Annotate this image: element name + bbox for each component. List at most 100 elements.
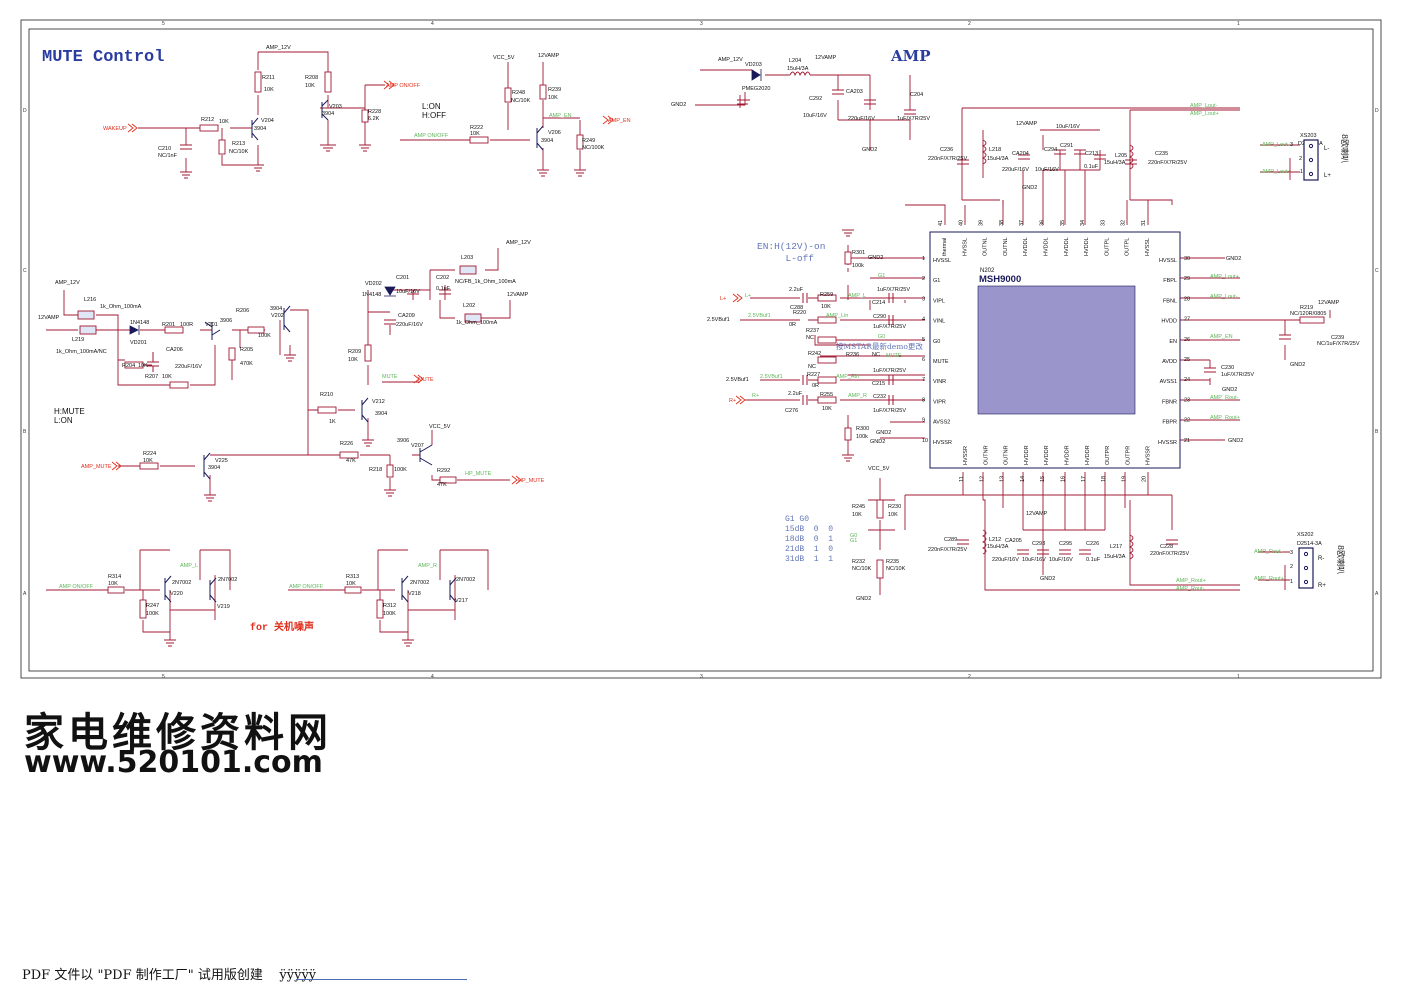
net-vcc5v-b: VCC_5V [429,424,451,430]
note-for-noise: for 关机噪声 [250,620,314,634]
svg-text:C215: C215 [872,381,885,387]
svg-text:220uF/16V: 220uF/16V [992,557,1019,563]
svg-text:V225: V225 [215,458,228,464]
chip-pin-name-left: VIPL [933,298,945,304]
svg-text:1uF/X7R/25V: 1uF/X7R/25V [877,287,910,293]
diodes [129,69,762,335]
msh9000-chip: N202 MSH9000 HVSSL1G12VIPL3VINL4G05MUTE6… [922,220,1190,482]
svg-text:CA206: CA206 [166,347,183,353]
net-amp-onoff-d: AMP ON/OFF [289,584,324,590]
chip-pin-num-right: 24 [1184,377,1190,383]
svg-text:10K: 10K [264,87,274,93]
chip-pin-num-left: 10 [922,438,928,444]
net-amp12v-b: AMP_12V [55,280,80,286]
net-amp-onoff-a: AMP ON/OFF [386,83,421,89]
svg-text:V201: V201 [205,322,218,328]
svg-text:C291: C291 [1060,143,1073,149]
chip-pin-num-right: 26 [1184,337,1190,343]
chip-pin-num-left: 7 [922,377,925,383]
svg-text:NC/1uF/X7R/25V: NC/1uF/X7R/25V [1317,341,1360,347]
svg-text:V202: V202 [271,313,284,319]
watermark-site-name: 家电维修资料网 [24,709,332,756]
svg-text:R209: R209 [348,349,361,355]
net-gnd2-e: GND2 [876,430,891,436]
chip-pin-name-left: MUTE [933,359,949,365]
svg-text:NC/10K: NC/10K [886,566,906,572]
svg-text:2.2uF: 2.2uF [789,287,804,293]
chip-pin-num-top: 34 [1080,220,1086,226]
chip-pin-name-top: OUTPL [1125,238,1131,256]
svg-text:3906: 3906 [220,318,232,324]
net-wakeup: WAKEUP [103,126,127,132]
chip-pin-name-right: HVSSL [1159,258,1177,264]
chip-pin-name-right: FBNL [1163,298,1177,304]
chip-pin-num-right: 30 [1184,256,1190,262]
svg-text:C214: C214 [872,300,885,306]
net-12vamp-b: 12VAMP [38,315,60,321]
chip-pin-num-right: 28 [1184,296,1190,302]
svg-text:10K: 10K [348,357,358,363]
svg-text:C230: C230 [1221,365,1234,371]
svg-text:3904: 3904 [375,411,387,417]
svg-text:R249: R249 [582,138,595,144]
svg-text:220nF/X7R/25V: 220nF/X7R/25V [1148,160,1187,166]
svg-text:AMP_Lout+: AMP_Lout+ [1262,169,1291,175]
svg-text:R292: R292 [437,468,450,474]
chip-pin-name-left: HVSSL [933,258,951,264]
svg-text:15uH/3A: 15uH/3A [1104,160,1126,166]
net-amp-onoff-b: AMP ON/OFF [414,133,449,139]
svg-text:3906: 3906 [397,438,409,444]
chip-pin-num-left: 9 [922,418,925,424]
svg-text:AMP_Lout-: AMP_Lout- [1262,142,1290,148]
svg-text:L204: L204 [789,58,801,64]
chip-pin-num-bottom: 17 [1081,476,1087,482]
svg-text:AMP_Rout+: AMP_Rout+ [1210,415,1240,421]
svg-text:C228: C228 [1160,544,1173,550]
svg-text:3904: 3904 [322,111,334,117]
svg-text:5: 5 [162,21,165,27]
connector-xs202: R- R+ 8欧喇叭 [1298,545,1346,589]
svg-text:NC: NC [808,364,816,370]
svg-text:1K: 1K [329,419,336,425]
pdf-footer-text: PDF 文件以 "PDF 制作工厂" 试用版创建 [22,968,263,983]
svg-text:10K: 10K [305,83,315,89]
svg-text:1N4148: 1N4148 [362,292,381,298]
net-hp-mute-a: HP_MUTE [465,471,492,477]
chip-pin-name-bottom: OUTPR [1125,446,1131,465]
svg-text:AMP_Rout-: AMP_Rout- [1210,395,1239,401]
svg-text:3: 3 [700,674,703,680]
svg-text:1: 1 [1290,579,1293,585]
chip-pin-name-bottom: OUTPR [1105,446,1111,465]
svg-text:V218: V218 [408,591,421,597]
net-rplus: R+ [729,398,736,404]
svg-text:NC/FB_1k_Ohm_100mA: NC/FB_1k_Ohm_100mA [455,279,516,285]
chip-pin-name-top: HVDDL [1084,237,1090,256]
chip-pin-name-left: G0 [933,339,940,345]
svg-text:15uH/3A: 15uH/3A [987,156,1009,162]
chip-pin-num-left: 2 [922,276,925,282]
svg-text:10uF/16V: 10uF/16V [1035,167,1059,173]
svg-text:220uF/16V: 220uF/16V [175,364,202,370]
svg-text:10K: 10K [162,374,172,380]
pdf-footer-link[interactable]: ÿÿÿÿÿ [279,968,317,983]
svg-text:XS202: XS202 [1297,532,1314,538]
chip-pin-name-bottom: HVSSR [1146,446,1152,465]
svg-text:NC/10K: NC/10K [511,98,531,104]
net-hp-mute-b: HP_MUTE [518,478,545,484]
svg-text:1: 1 [1237,21,1240,27]
svg-text:2: 2 [968,21,971,27]
chip-pin-num-left: 1 [922,256,925,262]
svg-text:10K: 10K [346,581,356,587]
svg-text:L217: L217 [1110,544,1122,550]
svg-text:G0: G0 [878,334,885,340]
net-gnd2-f: GND2 [870,439,885,445]
net-lplus-b: L+ [745,293,751,299]
net-amp-l-a: AMP_L [180,563,198,569]
capacitors [147,89,1291,555]
svg-text:10K: 10K [219,119,229,125]
svg-text:NC: NC [806,335,814,341]
